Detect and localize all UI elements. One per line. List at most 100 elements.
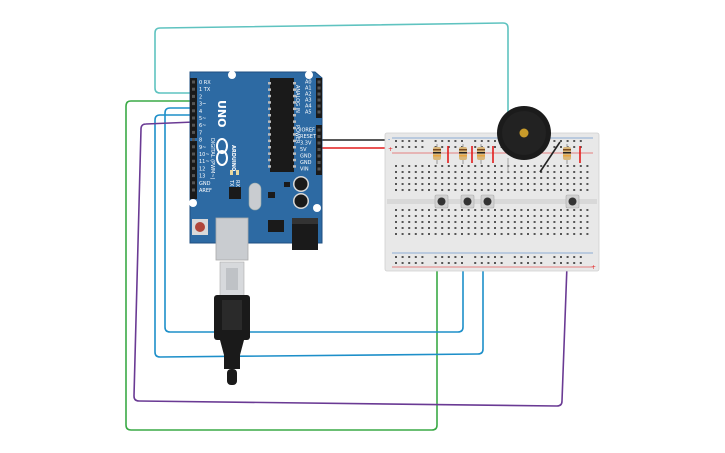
usb-cable[interactable]: [214, 261, 250, 385]
breadboard-hole: [566, 215, 569, 217]
rail-hole: [474, 146, 477, 148]
reset-button[interactable]: [195, 222, 205, 232]
breadboard-hole: [447, 221, 450, 223]
digital-pin[interactable]: [192, 181, 195, 185]
breadboard-hole: [586, 189, 589, 191]
digital-header-lower[interactable]: [190, 141, 197, 199]
breadboard-hole: [408, 209, 411, 211]
analog-pin[interactable]: [317, 80, 321, 84]
resistor-3[interactable]: [477, 144, 485, 164]
digital-pin[interactable]: [192, 145, 195, 149]
breadboard-hole: [500, 227, 503, 229]
analog-pin[interactable]: [317, 104, 321, 108]
buzzer-black-lead[interactable]: [539, 141, 561, 173]
breadboard-hole: [579, 209, 582, 211]
rail-hole: [527, 256, 529, 258]
digital-pin[interactable]: [192, 188, 195, 192]
breadboard-hole: [487, 171, 490, 173]
rail-hole: [434, 140, 437, 142]
digital-pin[interactable]: [192, 166, 195, 170]
breadboard-hole: [401, 221, 404, 223]
digital-pin[interactable]: [192, 109, 195, 113]
digital-pin[interactable]: [192, 138, 195, 142]
analog-pin[interactable]: [317, 110, 321, 114]
breadboard-hole: [500, 209, 503, 211]
resistor-4[interactable]: [563, 144, 571, 164]
digital-pin[interactable]: [192, 80, 195, 84]
analog-pin[interactable]: [317, 98, 321, 102]
digital-pin-label: AREF: [199, 188, 212, 194]
breadboard-hole: [494, 209, 496, 211]
rail-hole: [454, 140, 457, 142]
breadboard-hole: [434, 183, 437, 185]
digital-pin[interactable]: [192, 116, 195, 120]
resistor-2[interactable]: [459, 144, 467, 164]
wire-teal-buzzer[interactable]: [154, 22, 509, 115]
breadboard-hole: [441, 171, 444, 173]
breadboard-hole: [520, 177, 523, 179]
power-pin[interactable]: [317, 167, 321, 171]
breadboard-hole: [408, 177, 411, 179]
rail-hole: [513, 256, 516, 258]
breadboard-hole: [474, 227, 477, 229]
breadboard-hole: [480, 177, 483, 179]
wire-purple-button-4[interactable]: [133, 121, 569, 407]
pushbutton-3[interactable]: [480, 194, 495, 209]
analog-pin[interactable]: [317, 92, 321, 96]
wire-blue-button-3[interactable]: [154, 114, 484, 358]
digital-pin[interactable]: [192, 123, 195, 127]
power-pin[interactable]: [317, 141, 321, 145]
power-pin[interactable]: [317, 161, 321, 164]
wire-green-button-1[interactable]: [125, 100, 438, 431]
breadboard-hole: [566, 177, 569, 179]
breadboard-hole: [434, 215, 437, 217]
digital-pin[interactable]: [192, 130, 195, 134]
power-pin-label: GND: [300, 160, 312, 166]
breadboard-hole: [520, 165, 523, 167]
digital-pin[interactable]: [192, 152, 195, 156]
breadboard-hole: [480, 221, 483, 223]
analog-header[interactable]: [316, 78, 322, 118]
power-pin[interactable]: [317, 148, 321, 151]
usb-port[interactable]: [215, 217, 249, 261]
digital-pin[interactable]: [192, 87, 195, 91]
rail-hole: [408, 262, 411, 264]
rail-hole: [527, 262, 529, 264]
breadboard-hole: [553, 189, 556, 191]
breadboard-hole: [447, 177, 450, 179]
breadboard-hole: [461, 177, 463, 179]
rail-hole: [461, 140, 463, 142]
digital-pin-label: 9~: [199, 145, 206, 151]
digital-pin[interactable]: [192, 174, 195, 178]
voltage-regulator: [268, 220, 284, 232]
digital-pin[interactable]: [192, 94, 195, 98]
digital-pin[interactable]: [192, 159, 195, 163]
breadboard-hole: [507, 227, 510, 229]
power-pin[interactable]: [317, 128, 321, 132]
wire-blue-button-2[interactable]: [164, 107, 464, 333]
rail-hole: [421, 262, 424, 264]
breadboard-hole: [441, 177, 444, 179]
piezo-buzzer[interactable]: [497, 106, 551, 173]
breadboard-hole: [546, 215, 549, 217]
power-pin[interactable]: [317, 135, 321, 138]
resistor-1[interactable]: [433, 144, 441, 164]
digital-header[interactable]: [190, 78, 197, 138]
breadboard-hole: [527, 227, 529, 229]
pushbutton-2[interactable]: [460, 194, 475, 209]
power-pin[interactable]: [317, 154, 321, 158]
digital-pin[interactable]: [192, 102, 195, 106]
rail-hole: [401, 256, 404, 258]
rail-hole: [401, 140, 404, 142]
breadboard-hole: [500, 215, 503, 217]
breadboard-hole: [441, 183, 444, 185]
breadboard-hole: [527, 171, 529, 173]
pushbutton-4[interactable]: [565, 194, 580, 209]
breadboard-hole: [513, 171, 516, 173]
breadboard-hole: [474, 221, 477, 223]
rail-hole: [461, 256, 463, 258]
analog-pin[interactable]: [317, 86, 321, 90]
breadboard-hole: [467, 215, 470, 217]
pushbutton-1[interactable]: [434, 194, 449, 209]
